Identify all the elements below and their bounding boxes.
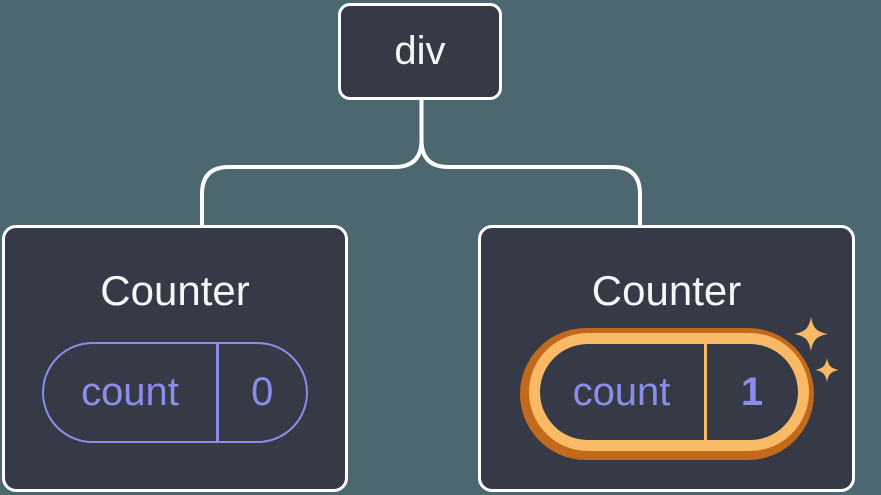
- state-key-label: count: [572, 369, 671, 414]
- root-node-label: div: [394, 29, 446, 73]
- counter-card-right: Counter count 1: [478, 225, 855, 492]
- state-value: 0: [251, 370, 274, 414]
- connector-left-branch: [200, 98, 424, 226]
- pill-divider: [703, 344, 707, 440]
- sparkle-icon-large: [794, 317, 828, 351]
- state-pill-highlighted: count 1: [528, 333, 809, 451]
- root-node-div: div: [338, 3, 502, 100]
- state-pill: count 0: [42, 342, 308, 443]
- state-pill-highlight-ring: count 1: [519, 328, 814, 460]
- component-title: Counter: [100, 267, 250, 314]
- state-key-label: count: [81, 370, 179, 414]
- pill-divider: [216, 344, 219, 441]
- state-value: 1: [740, 369, 764, 414]
- component-title: Counter: [591, 267, 742, 314]
- sparkle-icon-small: [815, 358, 839, 382]
- connector-right-branch: [419, 98, 642, 226]
- counter-card-left: Counter count 0: [2, 225, 348, 492]
